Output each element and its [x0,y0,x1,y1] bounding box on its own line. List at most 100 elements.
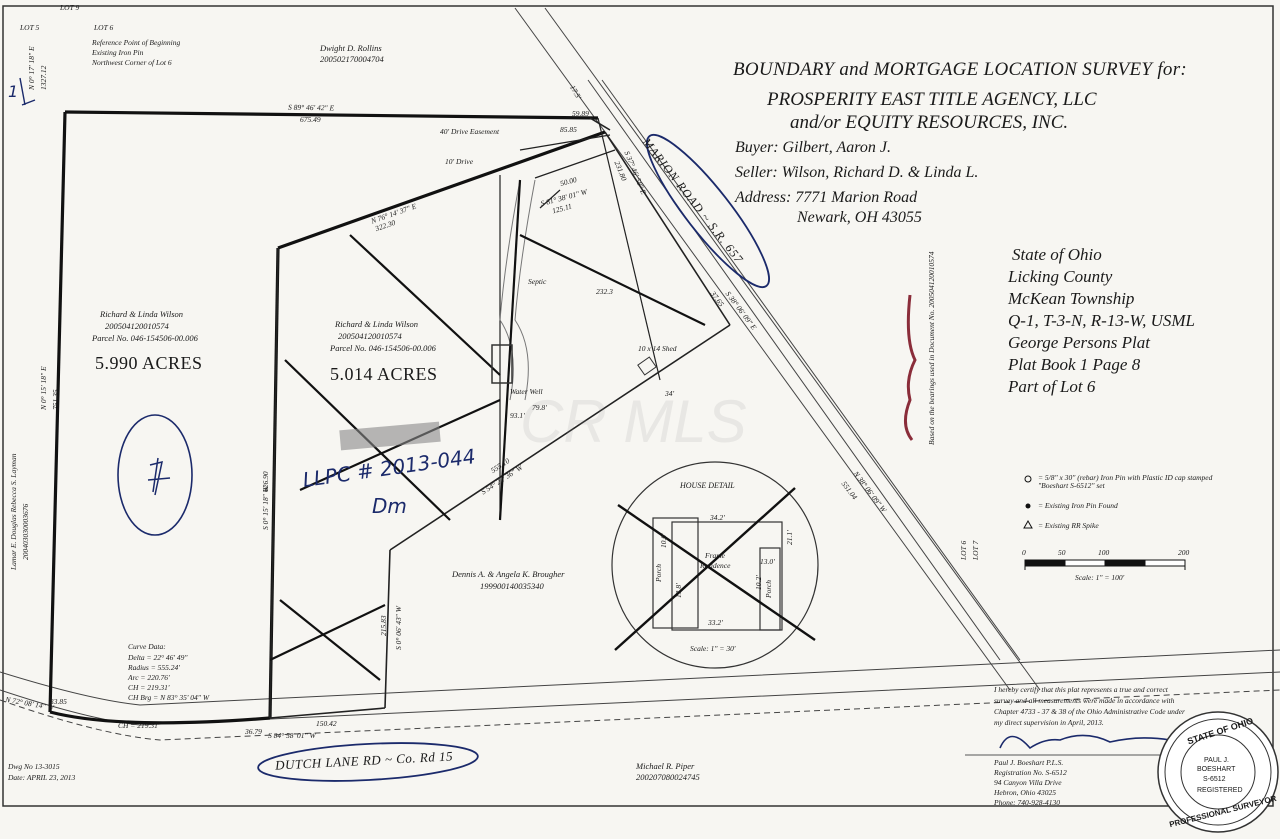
cert-line4: my direct supervision in April, 2013. [994,718,1104,727]
south-bearing: S 84° 58' 01" W [268,731,316,740]
sheet-border [2,5,1274,807]
cert-addr1: 94 Canyon Villa Drive [994,778,1062,787]
legend-item2: = Existing Iron Pin Found [1038,501,1118,510]
south-length: 150.42 [316,719,337,728]
location-quarter: Q-1, T-3-N, R-13-W, USML [1008,311,1195,330]
easement-label: 40' Drive Easement [440,127,500,136]
east-acres: 5.014 ACRES [330,364,438,384]
shed-block [491,344,513,384]
star-mark [147,457,171,496]
house-footprint [652,517,783,631]
handwritten-initials: Dm [372,494,407,518]
scale-50: 50 [1058,548,1066,557]
dwg-number: Dwg No 13-3015 [8,762,60,771]
location-plat: George Persons Plat [1008,333,1150,352]
title-company-alt: and/or EQUITY RESOURCES, INC. [790,112,1069,133]
house-detail-title: HOUSE DETAIL [680,481,735,490]
red-pen-mark [904,294,917,441]
house-scale: Scale: 1" = 30' [690,644,736,653]
septic-label: Septic [528,277,547,286]
marion-road-lines [514,7,1041,691]
shed-label: 10 x 14 Shed [638,344,677,353]
seller-label: Seller: Wilson, Richard D. & Linda L. [735,164,979,181]
house-d1: 34.2' [710,513,725,522]
house-d5: 10.0' [659,533,668,548]
house-d2: 21.1' [785,530,794,545]
location-state: State of Ohio [1012,245,1102,264]
location-township: McKean Township [1008,289,1135,308]
porch1-label: Porch [654,563,663,582]
curve-chbrg: CH Brg = N 83° 35' 04" W [128,693,210,702]
curve-radius: Radius = 555.24' [128,663,180,672]
cert-line3: Chapter 4733 - 37 & 38 of the Ohio Admin… [994,707,1185,716]
legend-item1: = 5/8" x 30" (rebar) Iron Pin with Plast… [1038,473,1213,490]
house-residence-label: Residence [700,561,731,570]
cert-reg: Registration No. S-6512 [994,768,1067,777]
blue-circle-mark [117,414,193,536]
pob-line2: Existing Iron Pin [92,48,144,57]
east-owner: Richard & Linda Wilson [335,319,419,329]
d232: 232.3 [596,287,613,296]
west-top-bearing: N 0° 17' 18" E [27,46,36,90]
drive10-label: 10' Drive [445,157,474,166]
scale-100: 100 [1098,548,1110,557]
d79: 79.8' [532,403,547,412]
west-adj-owner: Lamar E. Douglas Rebecca S. Layman [9,453,18,570]
dutch-lane-circle [257,742,479,782]
survey-title: BOUNDARY and MORTGAGE LOCATION SURVEY fo… [733,59,1188,80]
well-label: Water Well [510,387,543,396]
north-doc: 200502170004704 [320,54,384,64]
west-owner: Richard & Linda Wilson [100,309,184,319]
legend-item3: = Existing RR Spike [1038,521,1099,530]
scale-200: 200 [1178,548,1190,557]
south2-owner: Michael R. Piper [636,761,695,771]
surveyor-seal [1157,711,1279,833]
cert-line1: I hereby certify that this plat represen… [994,685,1168,694]
stamp-name2: BOESHART [1197,766,1236,773]
lot6b-label: LOT 6 [959,540,968,560]
lot7-label: LOT 7 [971,540,980,560]
buyer-label: Buyer: Gilbert, Aaron J. [735,139,891,156]
ch-label: CH = 219.31' [118,721,160,730]
interior-lines [499,117,661,520]
pob-line1: Reference Point of Beginning [92,38,181,47]
north-bearing: S 89° 46' 42" E [287,102,335,113]
mid-bearing: S 0° 15' 18" W [261,485,270,530]
d3385: 33.85 [50,697,67,706]
top-a: 59.89 [572,109,589,118]
bearing-note: Based on the bearings used in Document N… [927,251,936,445]
watermark: CR MLS [520,388,747,455]
west-bearing: N 0° 15' 18" E [39,366,48,410]
d93: 93.1' [510,411,525,420]
curve-title: Curve Data: [128,642,166,651]
pen-strike-lines [269,179,706,681]
south-owner: Dennis A. & Angela K. Brougher [452,569,565,579]
west-length: 751.35 [51,389,60,410]
house-detail-circle [611,461,819,669]
title-company: PROSPERITY EAST TITLE AGENCY, LLC [767,89,1097,110]
west-top-length: 1327.12 [39,65,48,90]
iron-pin-found-symbol [1025,503,1031,509]
scale-0: 0 [1022,548,1026,557]
iron-pin-set-symbol [1024,475,1032,483]
stamp-reg: REGISTERED [1197,787,1243,794]
house-x-mark [614,487,816,651]
address-line2: Newark, OH 43055 [797,209,922,226]
west-acres: 5.990 ACRES [95,353,203,373]
cert-line2: survey and all measurements were made in… [994,696,1175,705]
cert-addr2: Hebron, Ohio 43025 [994,788,1057,797]
stamp-num: S-6512 [1203,776,1226,783]
scale-label: Scale: 1" = 100' [1075,573,1125,582]
house-d3: 13.0' [760,557,775,566]
redacted-box [339,421,441,451]
east-parcel-boundary [269,117,731,719]
handwritten-signature [999,734,1171,750]
top-b: 85.85 [560,125,577,134]
dwg-date: Date: APRIL 23, 2013 [8,773,76,782]
house-d6: 13.8' [674,583,683,598]
stamp-name1: PAUL J. [1204,757,1229,764]
shed-square [637,356,657,376]
curve-delta: Delta = 22° 46' 49" [128,653,188,662]
